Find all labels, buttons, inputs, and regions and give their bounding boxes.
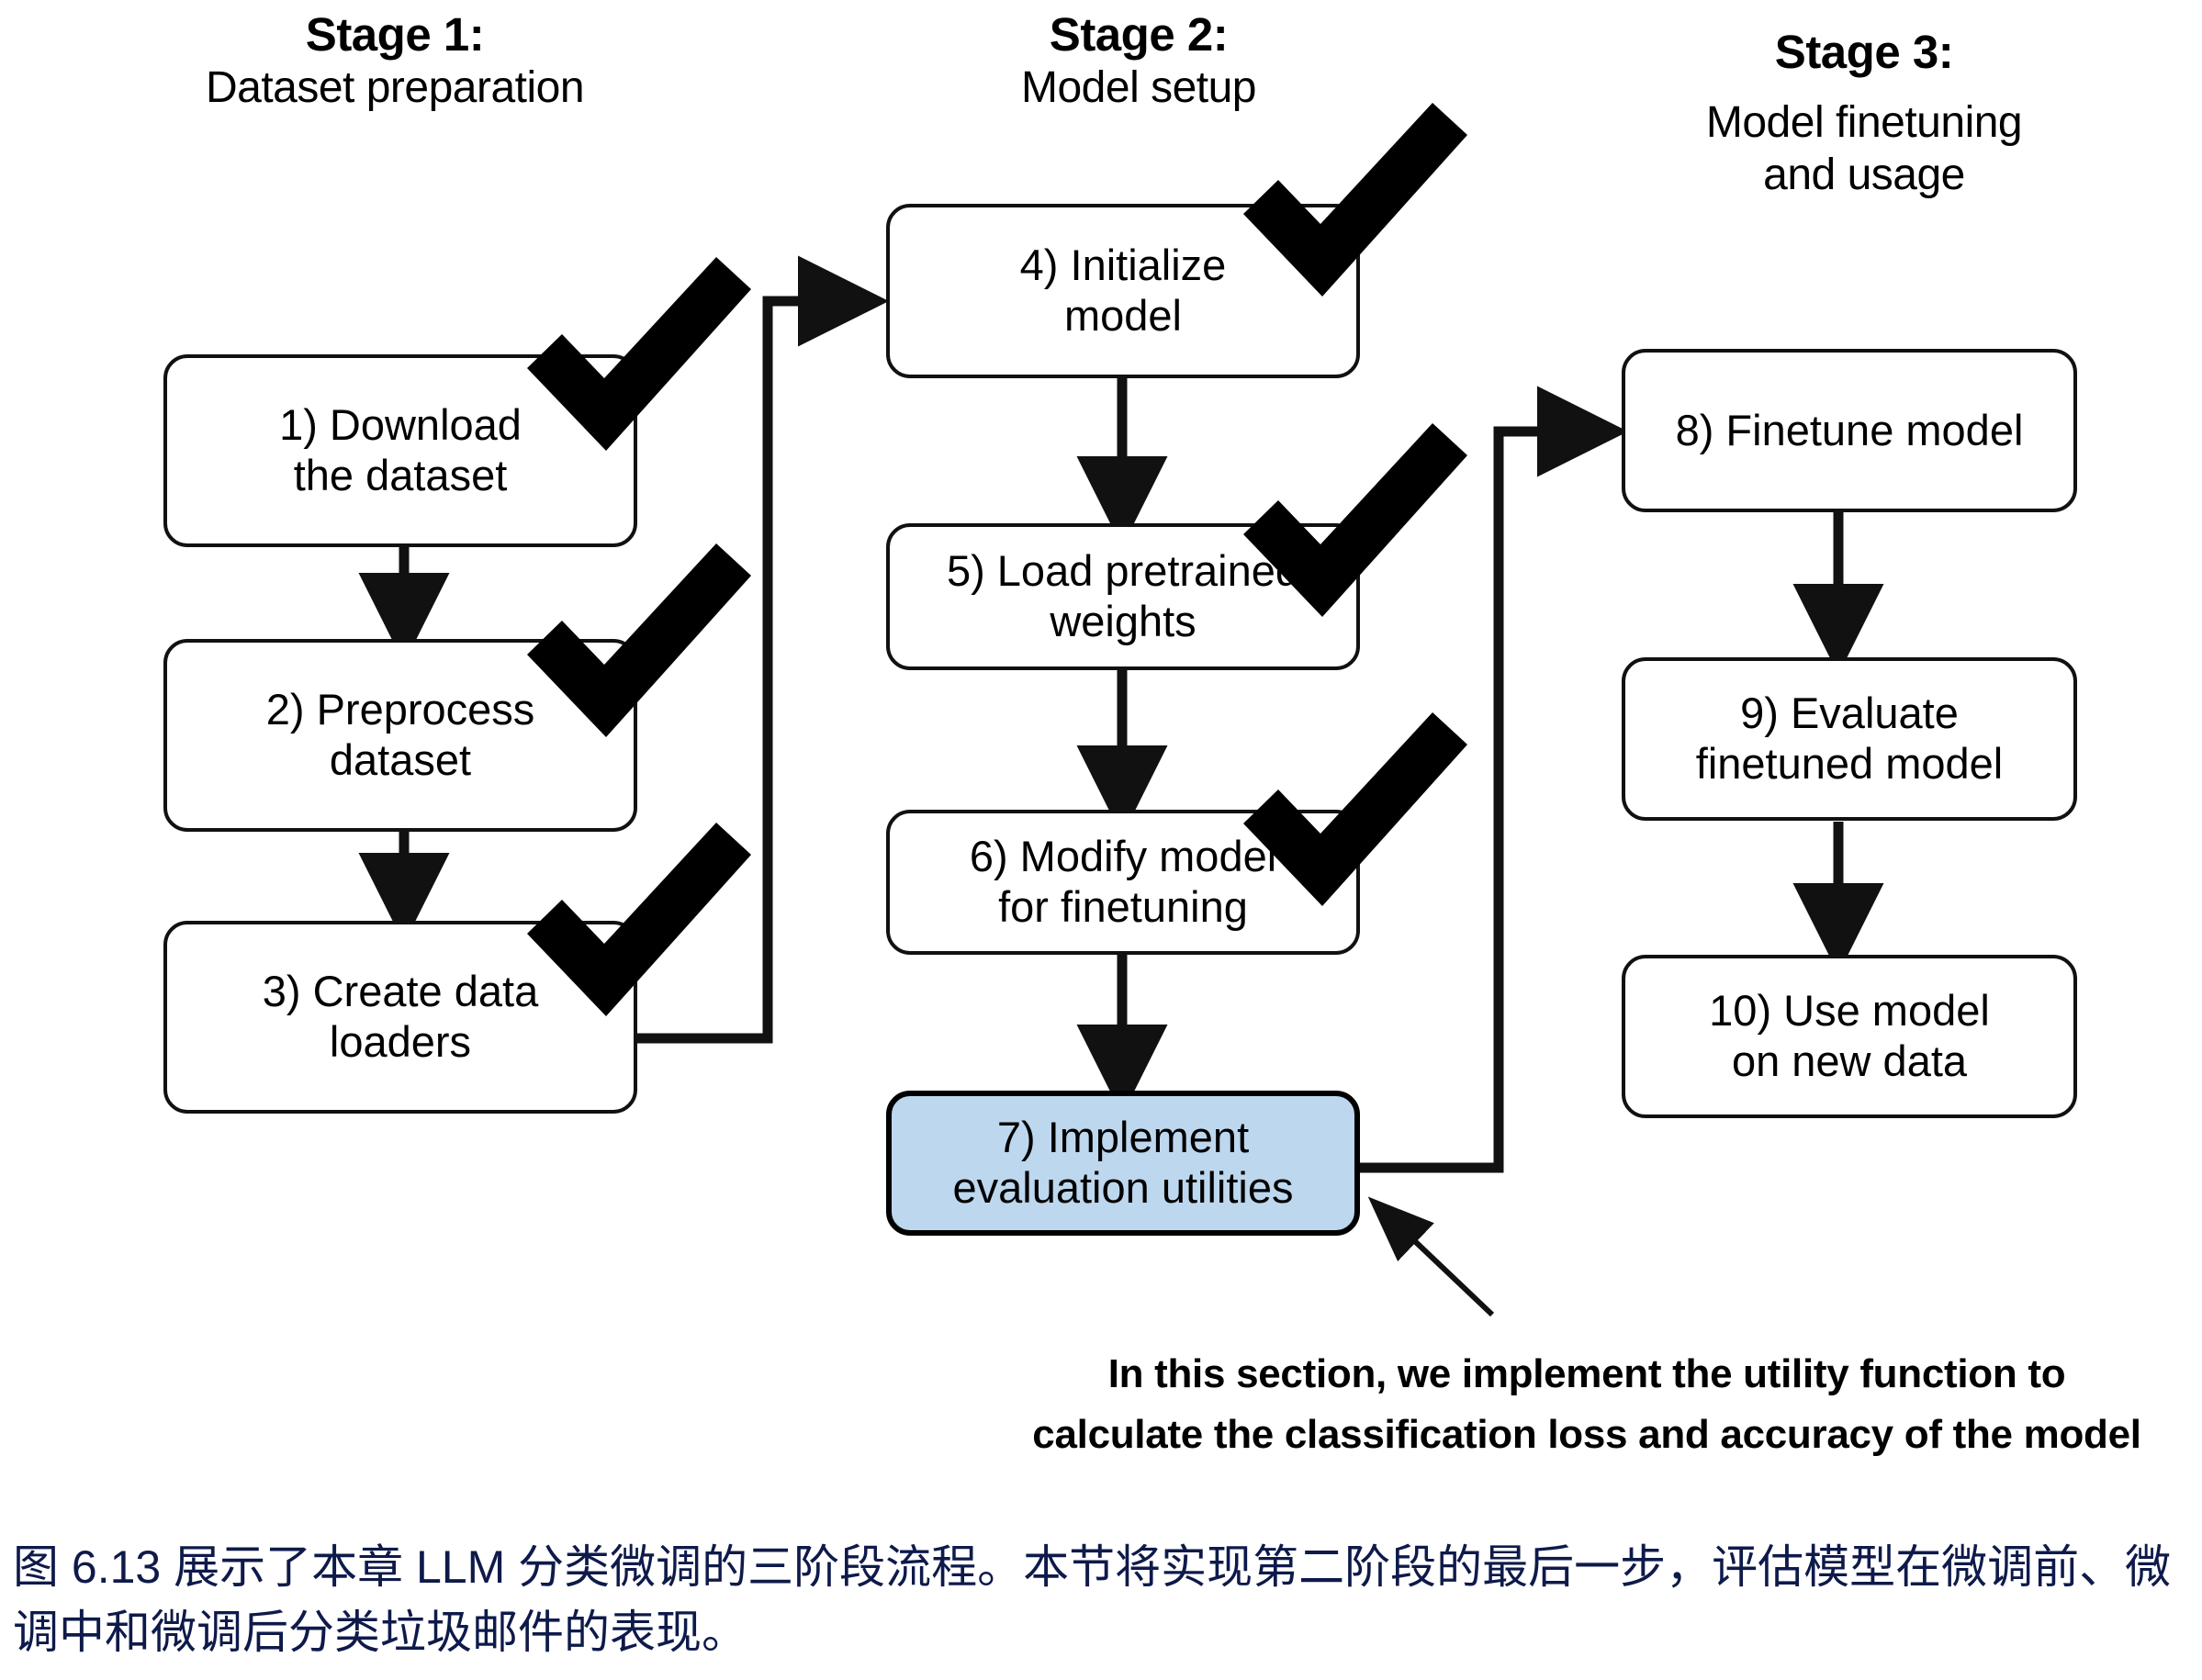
stage-3-title: Stage 3:: [1774, 25, 1954, 78]
node-initialize-model[interactable]: 4) Initialize model: [886, 204, 1360, 378]
stage-1-title: Stage 1:: [305, 8, 485, 61]
stage-header-3: Stage 3: Model finetuning and usage: [1524, 7, 2202, 218]
stage-2-subtitle: Model setup: [1021, 63, 1257, 113]
node-4-label: 4) Initialize model: [1019, 241, 1227, 340]
callout-line-2: calculate the classification loss and ac…: [1032, 1412, 2141, 1457]
node-5-label: 5) Load pretrained weights: [946, 546, 1300, 645]
stage-1-subtitle: Dataset preparation: [205, 63, 585, 113]
node-1-label: 1) Download the dataset: [279, 400, 522, 499]
node-modify-model-finetuning[interactable]: 6) Modify model for finetuning: [886, 810, 1360, 955]
callout-annotation: In this section, we implement the utilit…: [1017, 1344, 2156, 1465]
node-7-label: 7) Implement evaluation utilities: [952, 1113, 1294, 1212]
node-use-model-new-data[interactable]: 10) Use model on new data: [1622, 955, 2077, 1118]
node-load-pretrained-weights[interactable]: 5) Load pretrained weights: [886, 523, 1360, 670]
node-6-label: 6) Modify model for finetuning: [969, 832, 1277, 931]
callout-pointer: [1367, 1196, 1495, 1317]
node-8-label: 8) Finetune model: [1675, 405, 2024, 454]
node-download-dataset[interactable]: 1) Download the dataset: [163, 354, 637, 547]
stage-header-1: Stage 1: Dataset preparation: [0, 7, 790, 115]
node-evaluate-finetuned-model[interactable]: 9) Evaluate finetuned model: [1622, 657, 2077, 821]
connector-3-to-4: [630, 255, 889, 1044]
stage-header-2: Stage 2: Model setup: [799, 7, 1478, 115]
node-10-label: 10) Use model on new data: [1709, 986, 1990, 1085]
callout-line-1: In this section, we implement the utilit…: [1107, 1351, 2066, 1396]
node-implement-evaluation-utilities[interactable]: 7) Implement evaluation utilities: [886, 1091, 1360, 1236]
stage-3-subtitle: Model finetuning and usage: [1705, 97, 2023, 199]
connector-7-to-8: [1359, 386, 1628, 1173]
node-finetune-model[interactable]: 8) Finetune model: [1622, 349, 2077, 512]
node-9-label: 9) Evaluate finetuned model: [1695, 689, 2004, 788]
figure-caption: 图 6.13 展示了本章 LLM 分类微调的三阶段流程。本节将实现第二阶段的最后…: [13, 1541, 2172, 1658]
node-preprocess-dataset[interactable]: 2) Preprocess dataset: [163, 639, 637, 832]
node-3-label: 3) Create data loaders: [262, 967, 539, 1066]
node-2-label: 2) Preprocess dataset: [265, 685, 535, 784]
stage-2-title: Stage 2:: [1049, 8, 1229, 61]
node-create-dataloaders[interactable]: 3) Create data loaders: [163, 921, 637, 1114]
